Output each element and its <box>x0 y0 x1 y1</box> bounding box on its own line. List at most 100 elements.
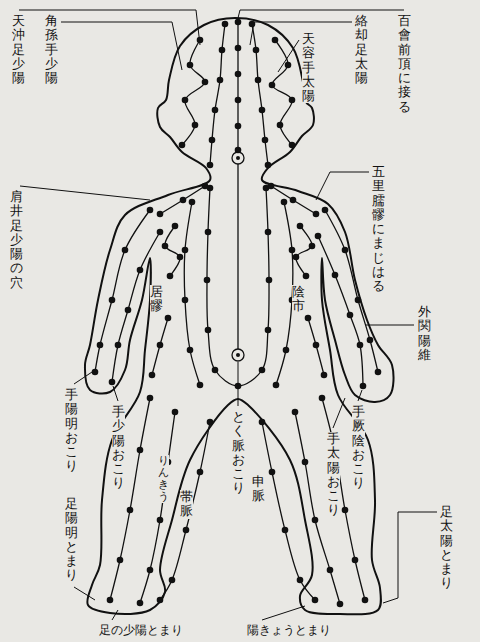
acupoint-dot <box>179 142 186 149</box>
meridian-line <box>296 226 312 276</box>
acupoint-dot <box>212 367 219 374</box>
acupoint-dot <box>235 19 242 26</box>
acupoint-dot <box>205 229 212 236</box>
meridian-line <box>237 22 238 150</box>
meridian-line <box>318 236 363 386</box>
acupoint-dot <box>180 197 187 204</box>
acupoint-dot <box>204 277 211 284</box>
point-label: 帯脈 <box>180 490 193 519</box>
point-label: 申脈 <box>252 475 265 504</box>
point-label: 手厥陰おこり <box>352 405 365 491</box>
acupoint-dot <box>347 312 354 319</box>
acupoint-dot <box>269 469 276 476</box>
acupoint-dot <box>292 409 299 416</box>
acupoint-dot <box>375 369 382 376</box>
point-label: 陰市 <box>292 285 305 314</box>
acupoint-dot <box>157 597 164 604</box>
acupoint-dot <box>313 342 320 349</box>
acupoint-dot <box>319 395 326 402</box>
acupoint-dot <box>367 337 374 344</box>
leader-line <box>238 10 404 18</box>
acupoint-dot <box>202 183 209 190</box>
body-outline <box>85 18 394 614</box>
acupoint-dot <box>262 137 269 144</box>
spine-dot <box>236 156 240 160</box>
acupoint-dot <box>337 601 344 608</box>
acupoint-dot <box>137 600 144 607</box>
acupoint-dot <box>253 47 260 54</box>
point-label: 百會前頂に接る <box>398 14 411 114</box>
point-label: 手太陽おこり <box>327 432 340 518</box>
meridian-line <box>252 24 268 165</box>
meridian-line <box>325 210 378 372</box>
acupoint-dot <box>183 527 190 534</box>
acupoint-dot <box>167 273 174 280</box>
acupoint-dot <box>259 419 266 426</box>
point-label: りんきう <box>158 455 169 503</box>
meridian-line <box>262 422 315 600</box>
acupoint-dot <box>222 21 229 28</box>
point-label: 絡却足太陽 <box>355 14 368 85</box>
acupoint-dot <box>342 247 349 254</box>
point-label: 外関陽維 <box>418 305 431 362</box>
acupoint-dot <box>157 211 164 218</box>
acupoint-dots <box>92 19 382 608</box>
meridian-line <box>295 412 340 604</box>
acupoint-dot <box>192 122 199 129</box>
meridian-line <box>165 226 180 276</box>
acupoint-dot <box>312 517 319 524</box>
meridian-lines <box>95 22 378 604</box>
acupoint-dot <box>125 307 132 314</box>
acupoint-dot <box>147 567 154 574</box>
acupoint-dot <box>92 369 99 376</box>
point-label: 手陽明おこり <box>65 388 78 474</box>
acupoint-dot <box>157 229 164 236</box>
meridian-line <box>160 186 205 214</box>
acupoint-dot <box>266 277 273 284</box>
leader-line <box>383 512 437 603</box>
acupoint-dot <box>352 557 359 564</box>
acupoint-dot <box>293 254 300 261</box>
meridian-line <box>322 398 365 600</box>
meridian-line <box>110 398 150 600</box>
meridian-line <box>160 422 210 600</box>
acupoint-dot <box>187 347 194 354</box>
acupoint-dot <box>235 45 242 52</box>
leader-line <box>316 172 369 200</box>
meridian-line <box>207 188 269 386</box>
point-label: 居髎 <box>150 285 163 314</box>
point-label: 足陽明とまり <box>65 497 78 583</box>
acupoint-dot <box>109 297 116 304</box>
leader-lines <box>19 10 437 620</box>
acupoint-dot <box>272 37 279 44</box>
acupoint-dot <box>281 199 288 206</box>
acupoint-dot <box>259 367 266 374</box>
acupoint-dot <box>305 315 312 322</box>
acupoint-dot <box>302 459 309 466</box>
leader-line <box>112 610 118 620</box>
point-label: 足の少陽とまり <box>98 624 184 637</box>
acupoint-dot <box>283 347 290 354</box>
leader-line <box>333 398 345 428</box>
acupoint-dot <box>115 342 122 349</box>
acupoint-dot <box>303 273 310 280</box>
point-label: 陽きょうとまり <box>246 624 332 637</box>
acupoint-dot <box>290 197 297 204</box>
acupoint-dot <box>219 47 226 54</box>
meridian-line <box>95 210 150 372</box>
point-label: 角孫手少陽 <box>45 14 58 85</box>
acupoint-dot <box>202 79 209 86</box>
acupoint-dot <box>197 382 204 389</box>
meridian-line <box>152 318 168 375</box>
acupoint-dot <box>172 223 179 230</box>
point-label: 天容手太陽 <box>302 32 315 103</box>
acupoint-dot <box>209 137 216 144</box>
meridian-line <box>210 24 225 165</box>
acupoint-dot <box>207 162 214 169</box>
leader-line <box>238 362 239 406</box>
acupoint-dot <box>127 507 134 514</box>
acupoint-dot <box>197 469 204 476</box>
leader-line <box>20 186 150 200</box>
acupoint-dot <box>322 207 329 214</box>
point-label: 五里臑髎にまじはる <box>372 165 385 294</box>
